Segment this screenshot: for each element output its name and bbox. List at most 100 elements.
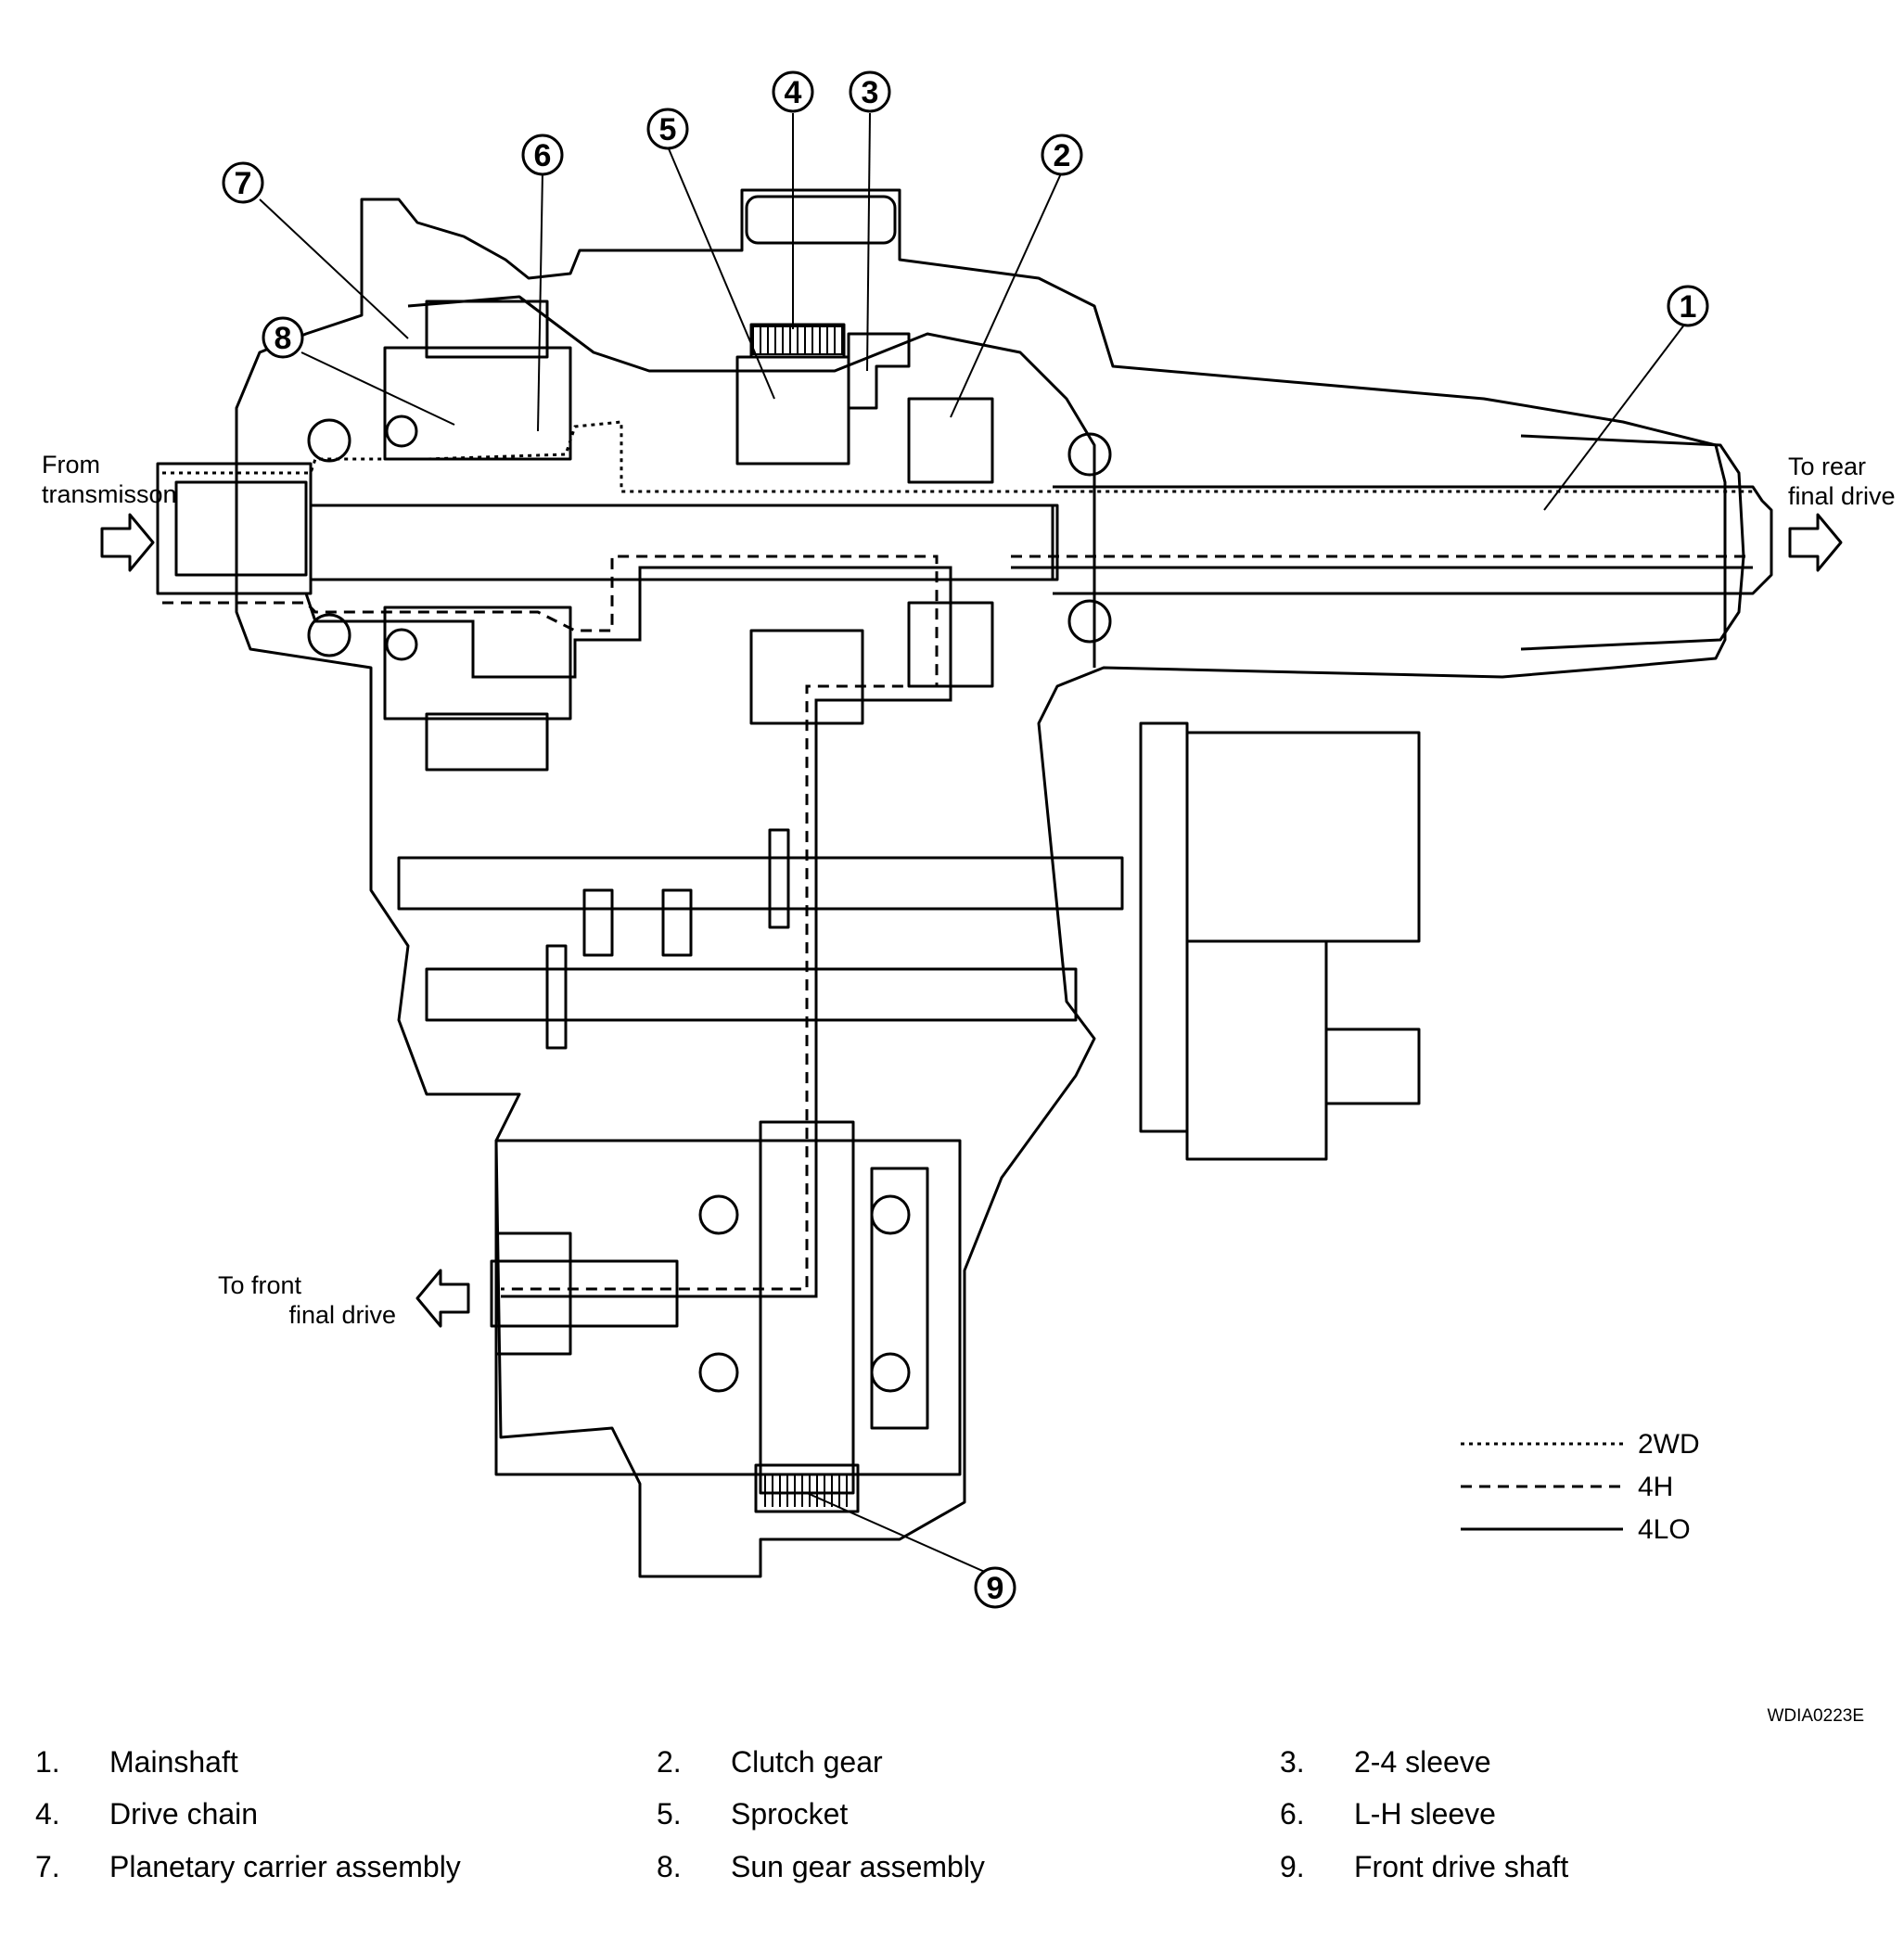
input-flange-inner [174,480,308,577]
input-label-line2: transmisson [42,480,177,508]
bearing-rear-lower [1067,599,1112,644]
callout-5: 5 [646,108,689,150]
front-bearing-carrier [870,1167,929,1430]
actuator-motor [1185,731,1421,943]
callout-4: 4 [772,70,814,113]
parts-list-item-1: 1. Mainshaft [35,1743,238,1780]
part-name: Sprocket [731,1797,849,1831]
front-drive-shaft [490,1259,679,1328]
callout-8: 8 [262,316,304,359]
front-output-arrow-icon [415,1269,470,1328]
bearing-front-4 [870,1352,911,1393]
bearing-input-upper [307,418,351,463]
bearing-front-2 [698,1352,739,1393]
part-name: 2-4 sleeve [1354,1745,1491,1779]
bearing-carrier-upper [385,415,418,448]
rear-output-label-line1: To rear [1788,453,1866,480]
drive-chain [752,325,848,1507]
front-output-flange [494,1231,572,1356]
planetary-carrier-lower [383,606,572,721]
part-number: 1. [35,1745,60,1779]
leader-line-2 [950,171,1063,418]
svg-text:2: 2 [1054,138,1071,173]
leader-line-5 [667,146,775,400]
front-sprocket-teeth [754,1463,860,1513]
rear-output-label-line2: final drive [1788,482,1896,510]
flow-path-4h [162,555,1753,1291]
shift-fork-1 [582,888,614,957]
front-output-housing [494,1139,962,1476]
flow-path-2wd [162,420,1753,493]
transfer-case-housing [235,188,1727,1578]
parts-list-item-4: 4.Drive chain [35,1795,258,1832]
planetary-gear-upper [425,300,549,359]
parts-list-item-9: 9. Front drive shaft [1280,1848,1568,1885]
actuator-body [1185,939,1328,1161]
actuator-cap [1324,1027,1421,1105]
svg-text:8: 8 [275,321,292,356]
parts-list-item-7: 7. Planetary carrier assembly [35,1848,461,1885]
legend-label-4h: 4H [1638,1472,1673,1502]
callout-9: 9 [974,1566,1016,1609]
part-name: L-H sleeve [1354,1797,1496,1831]
svg-text:6: 6 [534,138,552,173]
part-name: Mainshaft [109,1745,238,1779]
shift-gear [545,944,568,1050]
leader-line-9 [806,1492,996,1577]
shift-cam [768,828,790,929]
input-label-line1: From [42,451,100,478]
part-number: 6. [1280,1797,1305,1831]
callout-6: 6 [521,134,564,176]
planetary-carrier [383,346,572,461]
clutch-gear [907,397,994,484]
part-name: Planetary carrier assembly [109,1850,461,1883]
inner-housing-contour [407,295,1096,668]
svg-text:1: 1 [1680,289,1697,325]
part-name: Sun gear assembly [731,1850,985,1883]
actuator-plate [1139,721,1189,1133]
mainshaft-tip [1053,504,1059,581]
planetary-gear-lower [425,712,549,772]
shift-rail-lower [425,967,1078,1022]
parts-list-item-2: 2. Clutch gear [657,1743,883,1780]
part-number: 4. [35,1797,60,1831]
parts-list-item-5: 5.Sprocket [657,1795,848,1832]
top-cover [745,195,897,245]
part-number: 8. [657,1850,682,1883]
callout-3: 3 [849,70,891,113]
mainshaft-rear [1053,485,1773,595]
part-name: Clutch gear [731,1745,883,1779]
svg-text:9: 9 [987,1571,1004,1606]
callout-2: 2 [1041,134,1083,176]
part-number: 9. [1280,1850,1305,1883]
flow-path-4lo [162,566,1753,1298]
part-name: Front drive shaft [1354,1850,1569,1883]
bearing-input-lower [307,613,351,657]
front-output-label-line2: final drive [288,1301,396,1329]
leader-line-6 [537,171,543,432]
part-number: 3. [1280,1745,1305,1779]
leader-line-7 [259,198,409,339]
shift-rail-upper [397,856,1124,911]
legend-label-4lo: 4LO [1638,1514,1691,1545]
drive-chain-top [749,323,846,359]
transfer-case-diagram: From transmisson To rear final drive To … [42,70,1896,1726]
rear-output-housing [1520,434,1745,651]
legend-label-2wd: 2WD [1638,1429,1700,1460]
part-number: 2. [657,1745,682,1779]
svg-text:4: 4 [785,75,802,110]
sleeve-2-4 [847,332,911,410]
leader-line-8 [300,351,455,426]
legend: 2WD 4H 4LO [1461,1429,1700,1545]
sprocket [735,355,850,466]
parts-list-item-3: 3. 2-4 sleeve [1280,1743,1491,1780]
rear-output-arrow-icon [1788,513,1843,572]
shift-fork-2 [661,888,693,957]
mainshaft [309,504,1054,581]
parts-list-item-8: 8. Sun gear assembly [657,1848,985,1885]
bearing-front-3 [870,1194,911,1235]
svg-text:5: 5 [659,112,677,147]
leader-line-3 [866,112,871,372]
parts-list-item-6: 6. L-H sleeve [1280,1795,1496,1832]
part-number: 7. [35,1850,60,1883]
